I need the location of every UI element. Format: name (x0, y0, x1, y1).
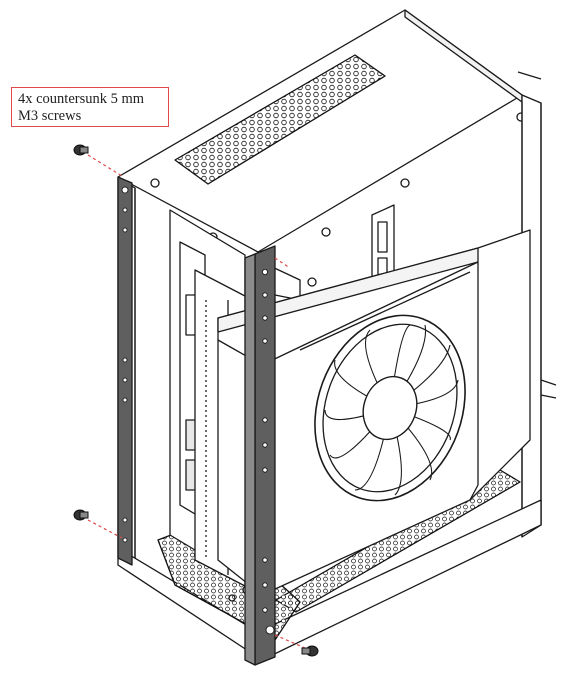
left-rail-holes (121, 186, 129, 543)
leader-line-screw-1 (87, 154, 123, 177)
callout-line-1: 4x countersunk 5 mm (18, 91, 145, 107)
countersunk-screw-icon (73, 144, 89, 156)
mounting-rail-left (117, 176, 133, 566)
leader-line-screw-4 (274, 257, 291, 269)
front-rail-holes (261, 268, 275, 635)
leader-line-screw-2 (87, 519, 123, 539)
top-vent-mesh (174, 54, 386, 185)
countersunk-screw-icon (301, 645, 319, 657)
callout-line-2: M3 screws (18, 108, 82, 124)
screw-callout-box: 4x countersunk 5 mm M3 screws (11, 87, 169, 127)
mounting-rail-front (244, 245, 276, 666)
fan-icon (314, 314, 466, 502)
countersunk-screw-icon (73, 509, 89, 521)
